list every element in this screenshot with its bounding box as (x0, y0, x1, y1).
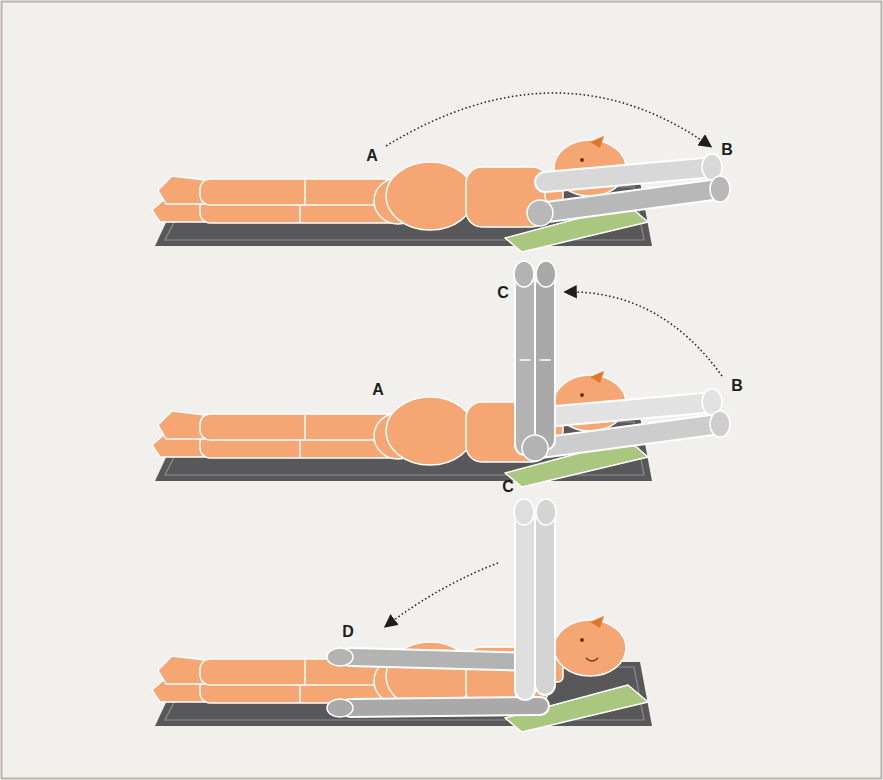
position-letter: D (342, 624, 354, 640)
position-letter: A (366, 148, 378, 164)
position-letter: C (497, 285, 509, 301)
panel-top (152, 93, 730, 252)
position-letter: B (721, 142, 733, 158)
panel-bottom (152, 499, 652, 732)
position-letter: B (731, 378, 743, 394)
panel-middle (152, 261, 730, 487)
position-letter: A (372, 382, 384, 398)
position-letter: C (502, 479, 514, 495)
